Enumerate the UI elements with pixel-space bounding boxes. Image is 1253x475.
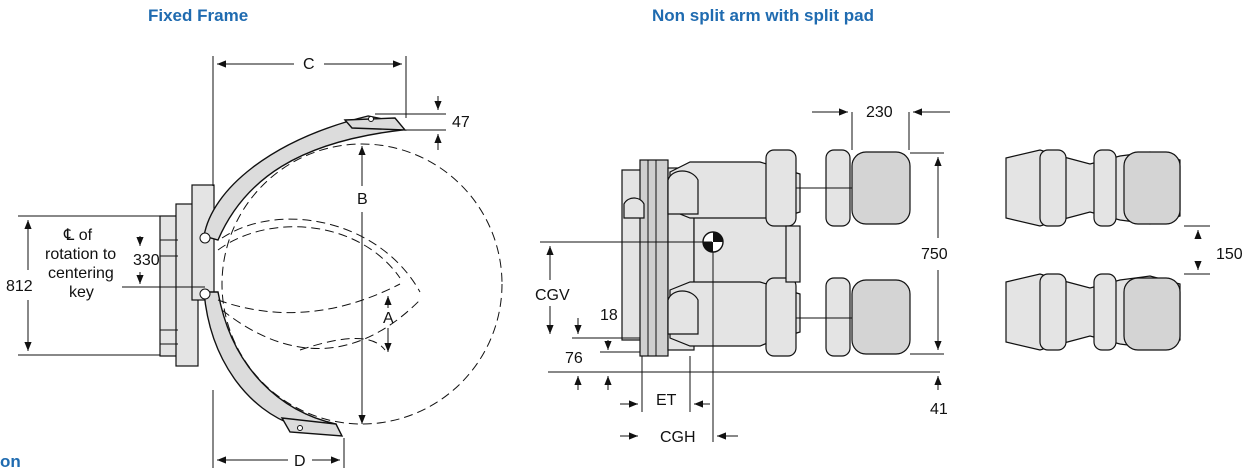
fixed-frame-heading: Fixed Frame (148, 6, 249, 25)
upper-arm (203, 115, 404, 241)
lower-arm-tip (280, 417, 344, 437)
upper-pad-bracket-1 (765, 149, 797, 227)
dim-47: 47 (452, 114, 470, 131)
partial-heading: on (0, 452, 21, 471)
carriage-plate (639, 159, 669, 357)
lower-arm (203, 291, 342, 435)
lower-pad-bracket-1 (765, 277, 797, 357)
dim-18: 18 (600, 307, 618, 324)
dim-c: C (303, 56, 315, 73)
lower-pad-bracket-2 (825, 277, 851, 357)
hook (623, 197, 645, 219)
dim-a: A (383, 310, 394, 327)
dim-330: 330 (133, 252, 160, 269)
centering-label-3: centering (48, 265, 114, 282)
upper-arm-tip (343, 117, 407, 131)
dim-cgh: CGH (660, 429, 696, 446)
centering-label-2: rotation to (45, 246, 116, 263)
centering-label-4: key (69, 284, 94, 301)
lower-pad (851, 279, 911, 355)
split-pad-side-view (1005, 149, 1181, 351)
dim-150: 150 (1216, 246, 1243, 263)
mount-plate-outer (159, 215, 179, 357)
dim-76: 76 (565, 350, 583, 367)
upper-pivot (199, 232, 211, 244)
lower-pivot (199, 288, 211, 300)
dim-cgv: CGV (535, 287, 570, 304)
dim-b: B (357, 191, 368, 208)
max-clamp-circle (221, 143, 503, 425)
fixed-frame-drawing: C 47 B A D 812 (6, 56, 503, 470)
dim-d: D (294, 453, 306, 470)
dim-230: 230 (866, 104, 893, 121)
dim-750: 750 (921, 246, 948, 263)
dim-41: 41 (930, 401, 948, 418)
upper-pad (851, 151, 911, 225)
split-arm-heading: Non split arm with split pad (652, 6, 874, 25)
centering-label-1: ℄ of (63, 227, 93, 244)
split-arm-drawing: 230 750 150 CGV 18 76 (535, 104, 1243, 446)
dim-812: 812 (6, 278, 33, 295)
dim-et: ET (656, 392, 677, 409)
